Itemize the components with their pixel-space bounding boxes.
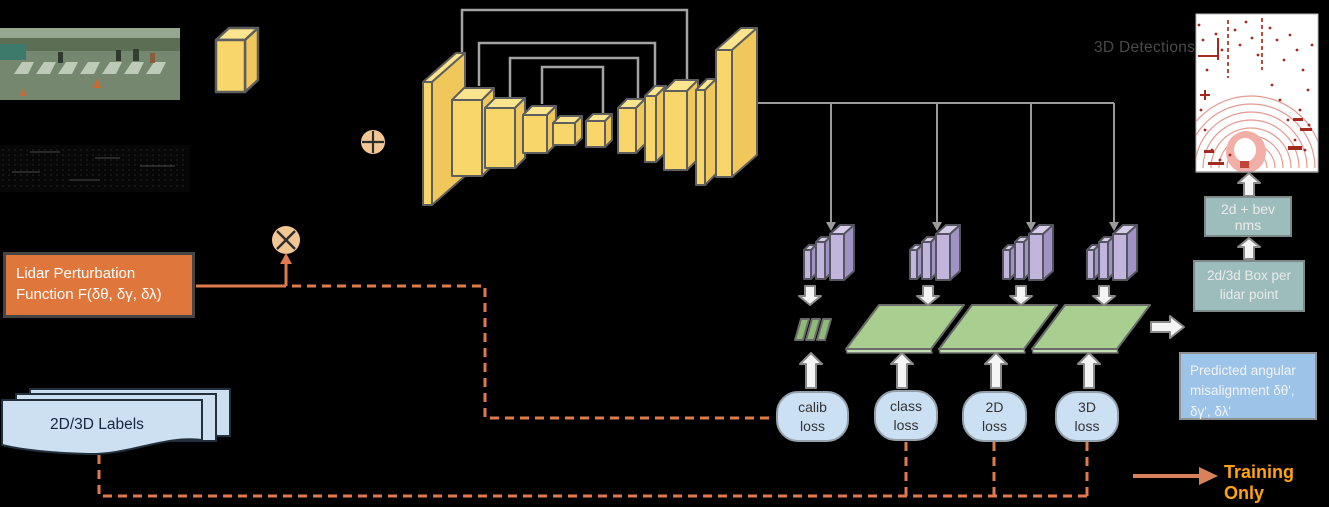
class-loss-line1: class [890,398,922,415]
3d-loss-line1: 3D [1078,399,1096,416]
2d-loss-line1: 2D [985,399,1004,416]
calib-loss-line1: calib [798,399,827,416]
nms-box: 2d + bev nms [1204,196,1292,237]
class-loss-line2: loss [893,416,919,433]
head-connectors [742,102,1115,223]
camera-image [0,28,180,100]
add-node-icon [361,130,385,154]
bpp-line2: lidar point [1219,287,1279,302]
backbone-network [422,27,758,206]
predicted-line3: δγ', δλ' [1190,403,1231,419]
detections-title: 3D Detections [1094,39,1196,56]
2d-loss-box: 2D loss [962,391,1027,442]
perturbation-line1: Lidar Perturbation [16,265,136,282]
class-loss-box: class loss [874,390,938,441]
calib-loss-line2: loss [800,417,825,434]
perturbation-line2: Function F(δθ, δγ, δλ) [16,286,162,303]
output-feature-planes [794,304,1151,354]
detection-head-blocks [803,224,1138,281]
block-arrows [798,172,1261,389]
labels-stack-label: 2D/3D Labels [50,416,144,433]
input-voxel-box [214,26,260,94]
perturbation-connectors [97,253,1089,498]
3d-loss-line2: loss [1074,417,1100,434]
training-only-label: Training Only [1224,462,1295,503]
training-only-arrow [1133,467,1218,485]
bpp-line1: 2d/3d Box per [1206,268,1292,284]
multiply-node-icon [272,226,300,254]
predicted-misalignment-box: Predicted angular misalignment δθ', δγ',… [1179,352,1317,420]
head-arrowheads [826,222,1119,231]
labels-page-stack [1,388,231,456]
predicted-line2: misalignment δθ', [1190,383,1295,399]
predicted-line1: Predicted angular [1190,363,1296,378]
lidar-range-image [0,145,190,192]
skip-connections [460,8,689,117]
calib-loss-box: calib loss [776,391,849,442]
2d-loss-line2: loss [982,417,1007,434]
bev-detections-image [1195,13,1319,173]
lidar-perturbation-box: Lidar Perturbation Function F(δθ, δγ, δλ… [3,252,195,318]
box-per-lidar-point-box: 2d/3d Box per lidar point [1193,260,1305,312]
3d-loss-box: 3D loss [1055,391,1119,442]
